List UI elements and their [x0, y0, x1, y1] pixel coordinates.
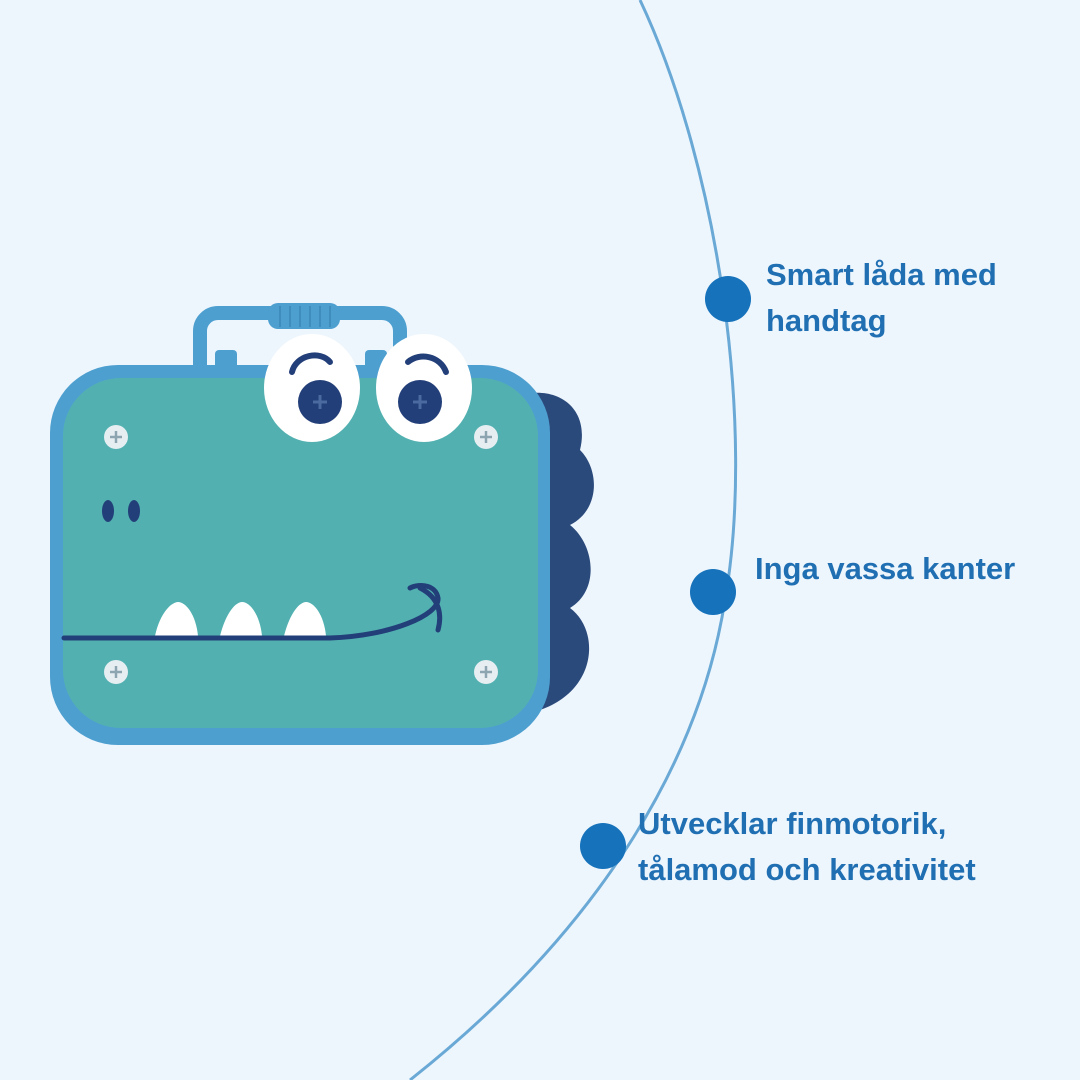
nostrils [102, 500, 140, 522]
feature-line: Inga vassa kanter [755, 551, 1016, 586]
screw-icon [104, 425, 498, 684]
timeline-dot-3 [580, 823, 626, 869]
feature-line: Utvecklar finmotorik, [638, 806, 947, 841]
timeline-dot-2 [690, 569, 736, 615]
feature-line: Smart låda med [766, 257, 997, 292]
feature-label-handle: Smart låda med handtag [766, 252, 997, 344]
eye-icon [376, 334, 472, 442]
timeline-dot-1 [705, 276, 751, 322]
feature-line: tålamod och kreativitet [638, 852, 976, 887]
feature-label-skills: Utvecklar finmotorik, tålamod och kreati… [638, 801, 976, 893]
tooth-icon [155, 602, 326, 636]
dinosaur-busy-box [50, 303, 594, 745]
feature-line: handtag [766, 303, 887, 338]
eye-icon [264, 334, 360, 442]
feature-label-edges: Inga vassa kanter [755, 546, 1015, 592]
